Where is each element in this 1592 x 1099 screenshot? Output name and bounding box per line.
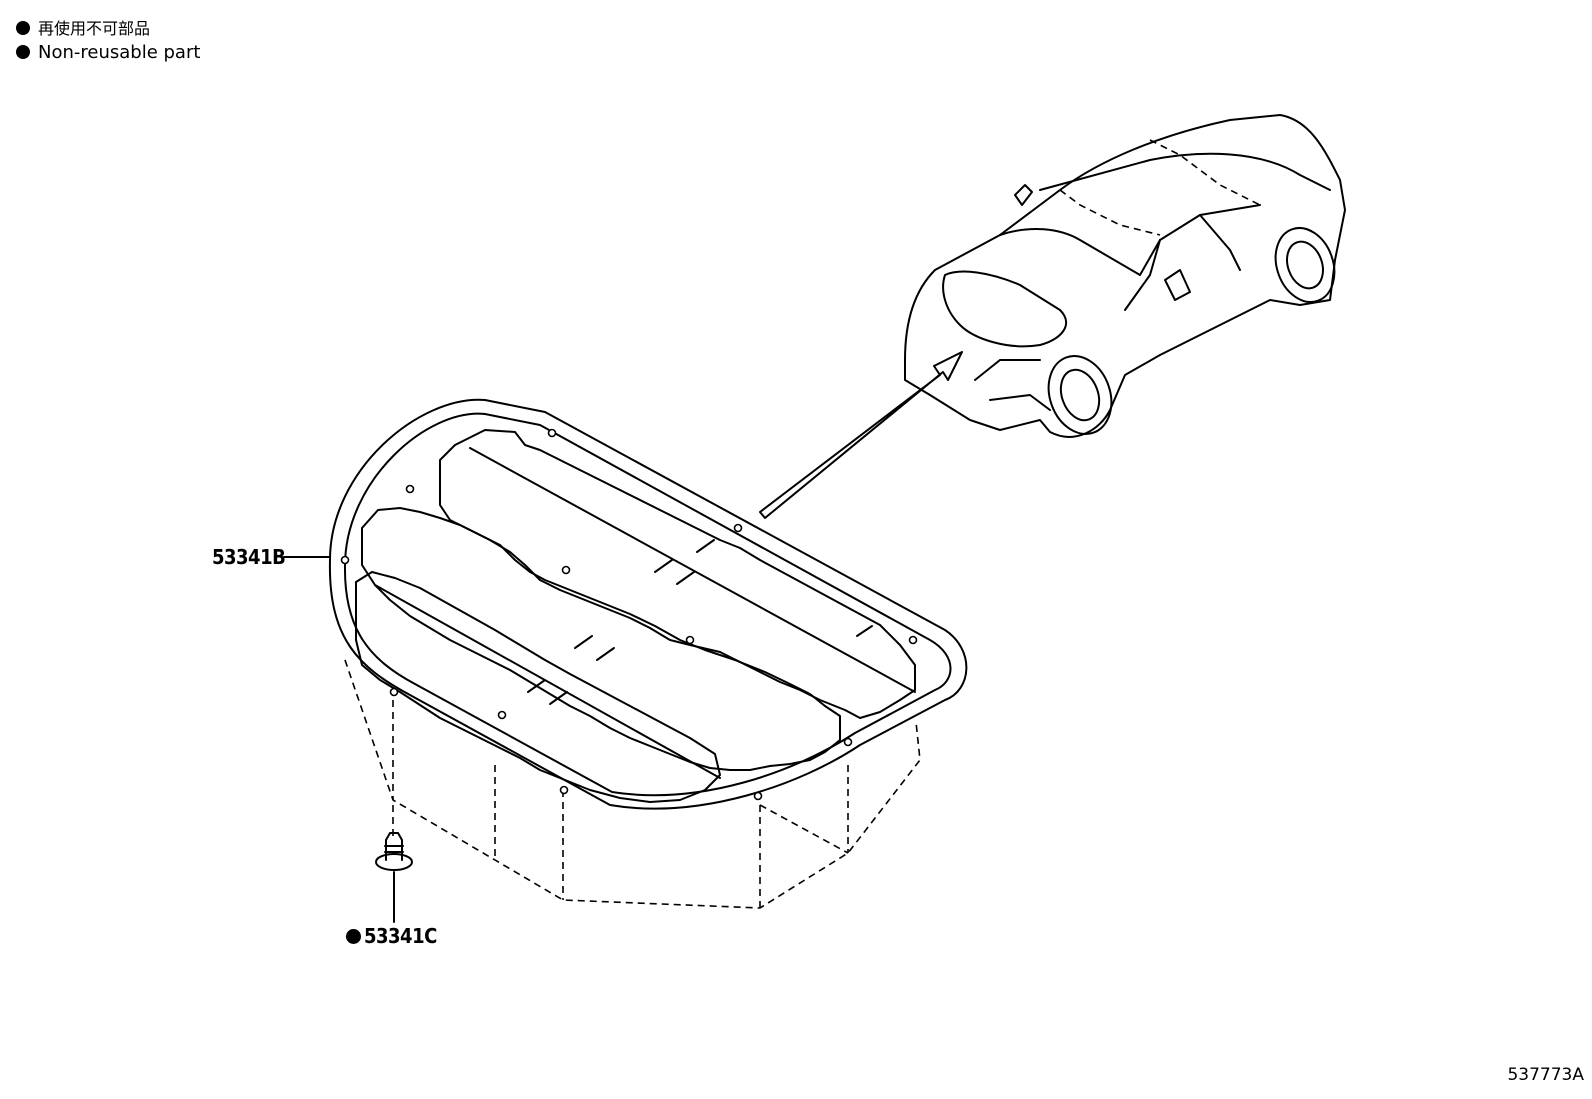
non-reusable-dot-icon <box>16 21 30 35</box>
part-number-53341b: 53341B <box>212 545 286 569</box>
projection-lines <box>344 659 921 909</box>
part-number-53341c-text: 53341C <box>364 924 437 948</box>
legend-japanese-text: 再使用不可部品 <box>38 19 151 38</box>
illustration-code: 537773A <box>1507 1065 1584 1085</box>
location-arrow <box>759 351 963 519</box>
legend-english-text: Non-reusable part <box>38 42 201 63</box>
non-reusable-dot-icon <box>346 929 361 944</box>
legend-english: Non-reusable part <box>16 42 200 64</box>
clip-53341c <box>375 832 413 923</box>
legend-japanese: 再使用不可部品 <box>16 18 150 40</box>
vehicle-illustration <box>904 114 1346 438</box>
part-number-53341c: 53341C <box>346 924 437 948</box>
engine-under-cover-53341b <box>328 398 968 810</box>
non-reusable-dot-icon <box>16 45 30 59</box>
